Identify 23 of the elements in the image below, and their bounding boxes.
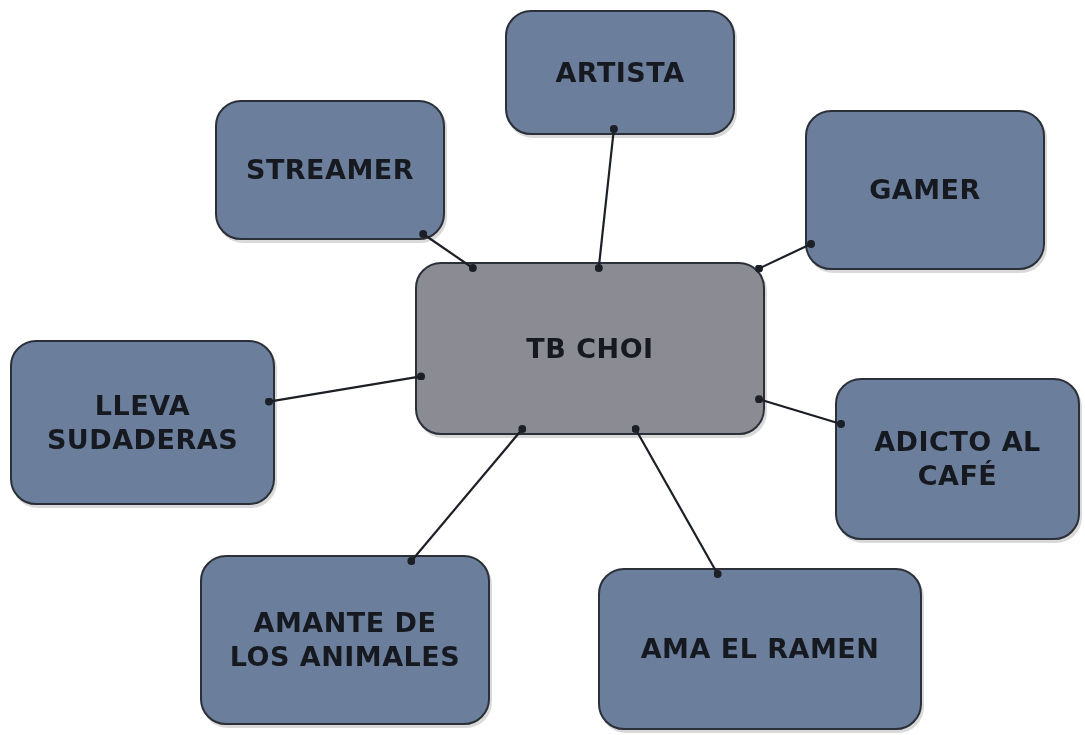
connector-line <box>755 395 845 428</box>
connector-line <box>265 372 425 406</box>
central-box <box>415 262 765 435</box>
node-label: STREAMER <box>245 153 415 187</box>
topic-box <box>598 568 922 730</box>
connector-line <box>631 425 722 578</box>
topic-box <box>200 555 490 725</box>
topic-box <box>835 378 1080 540</box>
topic-box <box>10 340 275 505</box>
connector-line <box>407 425 527 565</box>
connector-line <box>594 125 618 272</box>
node-label: AMANTE DE LOS ANIMALES <box>228 606 462 674</box>
topic-box <box>215 100 445 240</box>
node-label: AMA EL RAMEN <box>640 632 880 666</box>
node-label: GAMER <box>869 173 981 207</box>
connector-line <box>419 230 477 272</box>
node-label: ARTISTA <box>555 55 685 90</box>
topic-box <box>805 110 1045 270</box>
node-label: TB CHOI <box>526 331 654 366</box>
topic-box <box>505 10 735 135</box>
node-label: LLEVA SUDADERAS <box>45 388 240 457</box>
node-label: ADICTO AL CAFÉ <box>873 425 1042 493</box>
connector-line <box>755 239 815 273</box>
